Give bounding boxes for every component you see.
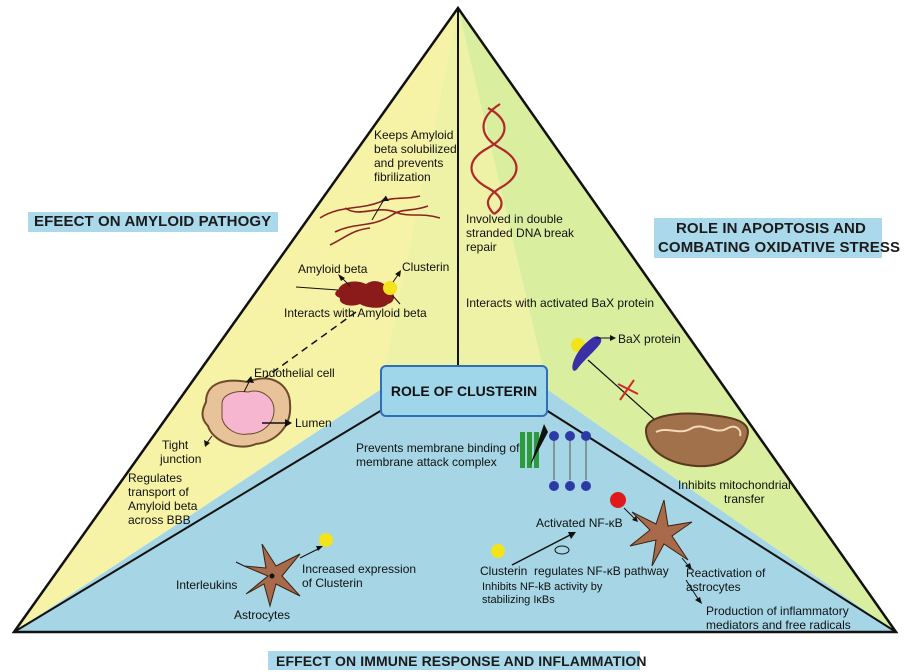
title-apoptosis-line2: COMBATING OXIDATIVE STRESS — [658, 239, 900, 257]
dna-line1: Involved in double — [466, 212, 563, 226]
keeps-line3: and prevents — [374, 156, 443, 170]
blood-vessel-icon — [203, 378, 291, 446]
interleukins-label: Interleukins — [176, 578, 237, 592]
bax-interacts-label: Interacts with activated BaX protein — [466, 296, 654, 310]
keeps-line2: beta solubilized — [374, 142, 457, 156]
reactivation-line2: astrocytes — [686, 580, 741, 594]
inhibits-nfkb-line1: Inhibits NF-kB activity by — [482, 580, 602, 594]
increased-line1: Increased expression — [302, 562, 416, 576]
clusterin-label: Clusterin — [402, 260, 449, 274]
dna-line3: repair — [466, 240, 497, 254]
clusterin-dot-icon — [383, 281, 397, 295]
keeps-line1: Keeps Amyloid — [374, 128, 453, 142]
activated-nfkb-label: Activated NF-κB — [536, 516, 623, 530]
center-title: ROLE OF CLUSTERIN — [380, 365, 548, 417]
endothelial-label: Endothelial cell — [254, 366, 335, 380]
prevents-line1: Prevents membrane binding of — [356, 441, 519, 455]
reactivation-line1: Reactivation of — [686, 566, 765, 580]
nfkb-red-dot-icon — [610, 492, 626, 508]
regulates-line4: across BBB — [128, 513, 191, 527]
keeps-line4: fibrilization — [374, 170, 431, 184]
prevents-line2: membrane attack complex — [356, 455, 497, 469]
regulates-line3: Amyloid beta — [128, 499, 197, 513]
lumen-label: Lumen — [295, 416, 332, 430]
regulates-line1: Regulates — [128, 471, 182, 485]
title-immune: EFFECT ON IMMUNE RESPONSE AND INFLAMMATI… — [276, 652, 647, 670]
regulates-line2: transport of — [128, 485, 189, 499]
bax-protein-label: BaX protein — [618, 332, 681, 346]
inhibits-mito-line2: transfer — [724, 492, 765, 506]
amyloid-beta-label: Amyloid beta — [298, 262, 367, 276]
interacts-amyloid-label: Interacts with Amyloid beta — [284, 306, 427, 320]
nfkb-clusterin-label: Clusterin — [480, 564, 527, 578]
inhibits-mito-line1: Inhibits mitochondrial — [678, 478, 791, 492]
production-line2: mediators and free radicals — [706, 618, 851, 632]
increased-line2: of Clusterin — [302, 576, 363, 590]
production-line1: Production of inflammatory — [706, 604, 849, 618]
tight-junction-line2: junction — [160, 452, 201, 466]
astrocytes-label: Astrocytes — [234, 608, 290, 622]
dna-line2: stranded DNA break — [466, 226, 574, 240]
inhibits-nfkb-line2: stabilizing IκBs — [482, 593, 555, 607]
regulates-nfkb-label: regulates NF-κB pathway — [534, 564, 669, 578]
title-apoptosis-line1: ROLE IN APOPTOSIS AND — [676, 220, 866, 238]
tight-junction-line1: Tight — [162, 438, 188, 452]
title-amyloid: EFEECT ON AMYLOID PATHOGY — [34, 213, 271, 231]
